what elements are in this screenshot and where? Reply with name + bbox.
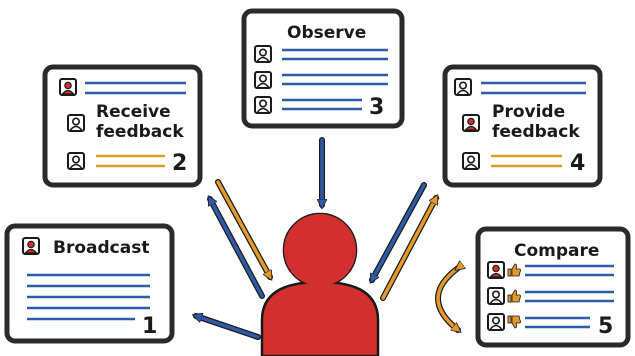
user-icon xyxy=(67,114,85,132)
feedback-lines xyxy=(96,154,165,168)
text-lines xyxy=(85,81,186,95)
user-icon xyxy=(254,45,272,63)
user-icon xyxy=(59,78,77,96)
panel-broadcast: Broadcast 1 xyxy=(4,223,175,344)
user-icon xyxy=(462,152,480,170)
step-number-4: 4 xyxy=(570,151,585,176)
step-number-3: 3 xyxy=(369,95,384,120)
text-lines xyxy=(481,81,586,95)
thumbs-up-icon xyxy=(507,263,521,277)
arrow-icon xyxy=(207,199,265,299)
user-icon xyxy=(67,152,85,170)
user-icon xyxy=(454,78,472,96)
user-icon xyxy=(462,114,480,132)
central-person xyxy=(260,212,380,356)
user-icon xyxy=(254,96,272,114)
arrow-icon xyxy=(369,182,427,280)
arrow-icon xyxy=(380,198,439,301)
observe-label: Observe xyxy=(287,23,366,43)
user-icon xyxy=(487,261,505,279)
provide-label-line1: Provide xyxy=(492,102,565,122)
receive-label-line1: Receive xyxy=(96,102,171,122)
step-number-5: 5 xyxy=(598,314,613,339)
feedback-lines xyxy=(491,154,562,168)
panel-observe: Observe 3 xyxy=(241,8,405,129)
arrow-icon xyxy=(435,268,458,330)
arrow-icon xyxy=(215,179,273,277)
user-icon xyxy=(22,237,40,255)
receive-label-line2: feedback xyxy=(96,122,184,142)
user-icon xyxy=(487,313,505,331)
arrows xyxy=(196,137,458,340)
step-number-1: 1 xyxy=(142,314,157,339)
compare-label: Compare xyxy=(514,241,599,261)
text-lines xyxy=(282,48,388,111)
user-icon xyxy=(487,287,505,305)
text-lines xyxy=(27,273,150,321)
thumbs-up-icon xyxy=(507,289,521,303)
panel-provide-feedback: Provide feedback 4 xyxy=(442,64,603,188)
thumbs-down-icon xyxy=(507,315,521,329)
user-icon xyxy=(254,71,272,89)
broadcast-label: Broadcast xyxy=(53,238,149,258)
text-lines xyxy=(525,264,614,329)
provide-label-line2: feedback xyxy=(492,122,580,142)
panel-compare: Compare 5 xyxy=(475,226,631,348)
arrow-icon xyxy=(196,316,261,340)
step-number-2: 2 xyxy=(172,151,187,176)
panel-receive-feedback: Receive feedback 2 xyxy=(42,64,203,188)
